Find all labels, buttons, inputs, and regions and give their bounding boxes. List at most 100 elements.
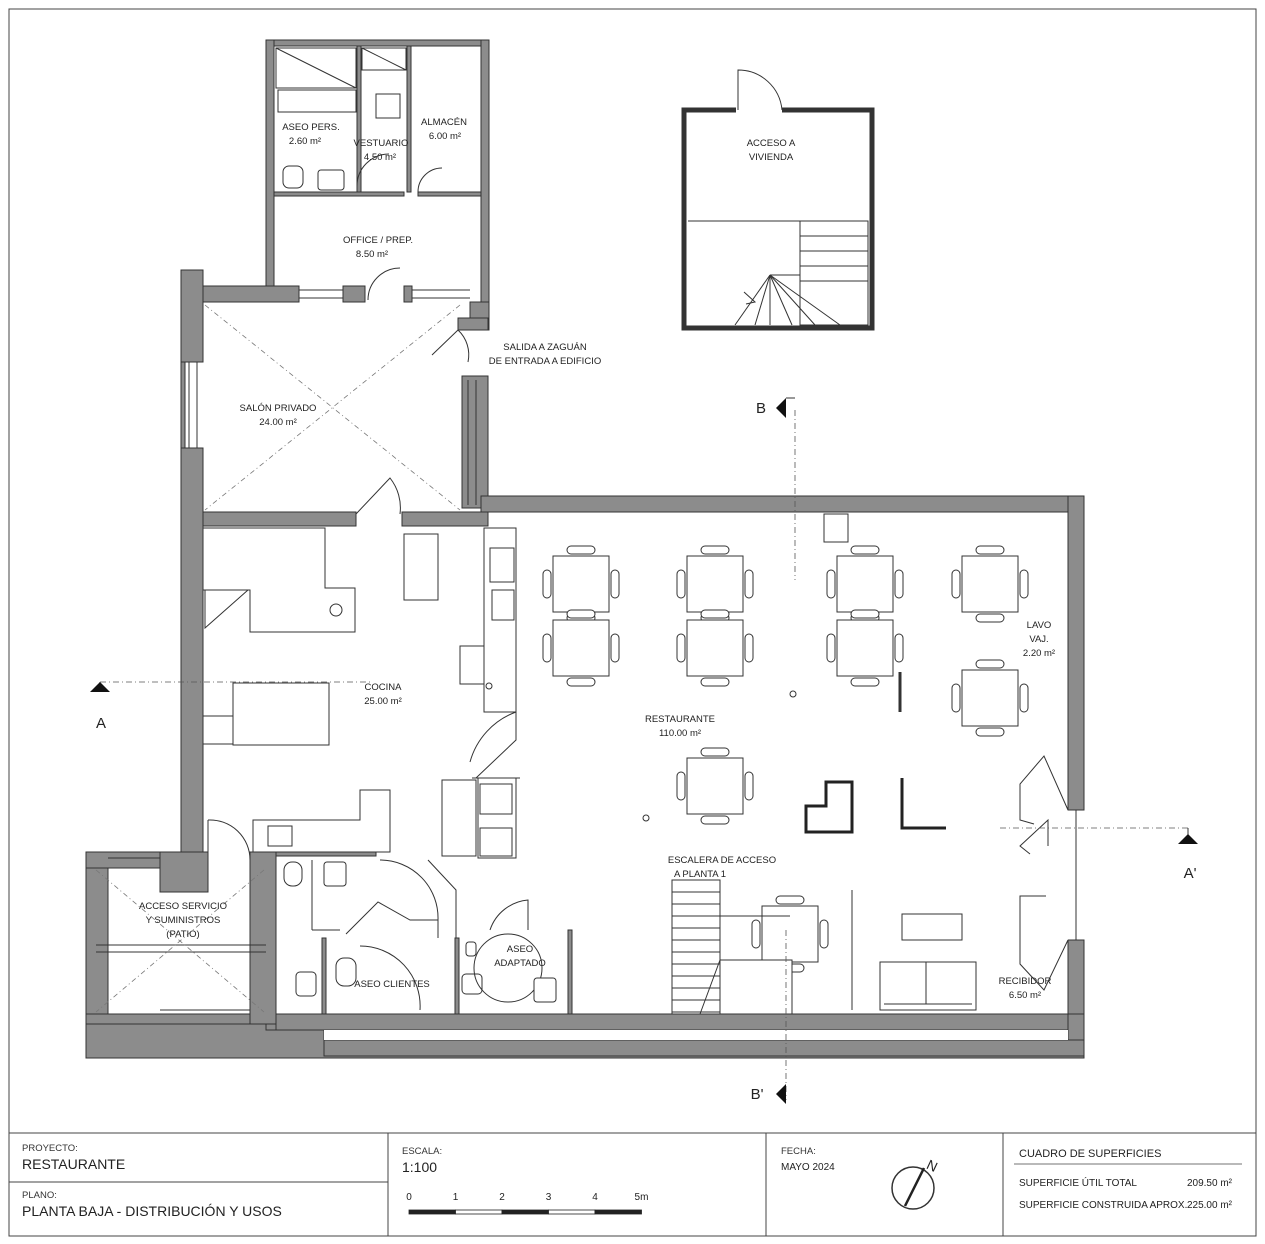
label-salida-1: SALIDA A ZAGUÁN xyxy=(503,342,587,353)
label-restaurante-area: 110.00 m² xyxy=(659,728,701,739)
private-room xyxy=(204,304,461,515)
escala-label: ESCALA: xyxy=(402,1146,442,1157)
label-escalera-1: ESCALERA DE ACCESO xyxy=(668,855,776,866)
chair xyxy=(700,747,730,757)
label-aseo-pers-name: ASEO PERS. xyxy=(282,122,340,133)
label-office-name: OFFICE / PREP. xyxy=(343,235,413,246)
label-recibidor-name: RECIBIDOR xyxy=(999,976,1052,987)
label-lavo-2: VAJ. xyxy=(1029,634,1048,645)
chair xyxy=(744,771,754,801)
section-a: A xyxy=(96,715,106,732)
chair xyxy=(542,569,552,599)
chair xyxy=(826,633,836,663)
chair xyxy=(744,569,754,599)
fecha-value: MAYO 2024 xyxy=(781,1162,835,1173)
scale-segment xyxy=(548,1209,596,1215)
section-a-prime: A' xyxy=(1184,865,1197,882)
scale-tick-label: 3 xyxy=(546,1192,552,1203)
scale-segment xyxy=(455,1209,503,1215)
label-restaurante-name: RESTAURANTE xyxy=(645,714,715,725)
chair xyxy=(975,727,1005,737)
scale-segment xyxy=(501,1209,549,1215)
label-lavo-area: 2.20 m² xyxy=(1023,648,1055,659)
chair xyxy=(850,545,880,555)
chair xyxy=(826,569,836,599)
util-label: SUPERFICIE ÚTIL TOTAL xyxy=(1019,1176,1137,1189)
label-salida-2: DE ENTRADA A EDIFICIO xyxy=(489,356,601,367)
label-almacen-name: ALMACÉN xyxy=(421,117,467,128)
chair xyxy=(975,613,1005,623)
label-acceso-vivienda-1: ACCESO A xyxy=(747,138,796,149)
chair xyxy=(700,545,730,555)
chair xyxy=(566,545,596,555)
chair xyxy=(951,569,961,599)
scale-tick-label: 0 xyxy=(406,1192,412,1203)
chair xyxy=(894,633,904,663)
chair xyxy=(894,569,904,599)
plano-label: PLANO: xyxy=(22,1190,57,1201)
plano-value: PLANTA BAJA - DISTRIBUCIÓN Y USOS xyxy=(22,1203,282,1219)
chair xyxy=(951,683,961,713)
scale-tick-label: 2 xyxy=(499,1192,505,1203)
label-acceso-servicio-1: ACCESO SERVICIO xyxy=(139,901,227,912)
label-cocina-area: 25.00 m² xyxy=(364,696,402,707)
chair xyxy=(700,815,730,825)
dining-table xyxy=(542,609,620,687)
chair xyxy=(850,677,880,687)
chair xyxy=(676,633,686,663)
chair xyxy=(1019,569,1029,599)
util-value: 209.50 m² xyxy=(1187,1178,1233,1189)
chair xyxy=(775,895,805,905)
scale-segment xyxy=(594,1209,642,1215)
label-aseo-clientes: ASEO CLIENTES xyxy=(354,979,430,990)
scale-segment xyxy=(408,1209,456,1215)
section-b: B xyxy=(756,400,766,417)
windows xyxy=(96,289,1077,1011)
dining-table xyxy=(676,609,754,687)
cuadro-title: CUADRO DE SUPERFICIES xyxy=(1019,1148,1161,1160)
construida-value: 225.00 m² xyxy=(1187,1200,1233,1211)
fecha-label: FECHA: xyxy=(781,1146,816,1157)
toilets-fixtures xyxy=(283,859,557,1011)
chair xyxy=(975,659,1005,669)
chair xyxy=(700,677,730,687)
label-cocina-name: COCINA xyxy=(365,682,403,693)
section-lines xyxy=(90,397,1198,1104)
dining-table xyxy=(826,609,904,687)
chair xyxy=(744,633,754,663)
chair xyxy=(610,633,620,663)
dining-table xyxy=(676,747,754,825)
label-aseo-pers-area: 2.60 m² xyxy=(289,136,321,147)
chair xyxy=(700,609,730,619)
chair xyxy=(566,677,596,687)
dining-table xyxy=(951,545,1029,623)
room-labels: ASEO PERS. 2.60 m² VESTUARIO 4.50 m² ALM… xyxy=(139,117,1055,1001)
label-vestuario-name: VESTUARIO xyxy=(354,138,409,149)
kitchen-fixtures xyxy=(202,527,520,861)
proyecto-value: RESTAURANTE xyxy=(22,1156,125,1172)
north-arrow-icon: N xyxy=(891,1156,940,1210)
label-salon-area: 24.00 m² xyxy=(259,417,297,428)
housing-access xyxy=(681,69,875,331)
label-acceso-servicio-3: (PATIO) xyxy=(166,929,199,940)
chair xyxy=(676,569,686,599)
dining-table xyxy=(951,659,1029,737)
label-almacen-area: 6.00 m² xyxy=(429,131,461,142)
chair xyxy=(566,609,596,619)
label-aseo-adaptado-2: ADAPTADO xyxy=(494,958,546,969)
label-aseo-adaptado-1: ASEO xyxy=(507,944,533,955)
chair xyxy=(975,545,1005,555)
chair xyxy=(542,633,552,663)
label-vestuario-area: 4.50 m² xyxy=(364,152,396,163)
scale-tick-label: 5m xyxy=(635,1192,649,1203)
service-rooms-fixtures xyxy=(275,47,470,363)
label-salon-name: SALÓN PRIVADO xyxy=(240,403,317,414)
restaurant-fixtures xyxy=(642,513,1069,1015)
label-acceso-servicio-2: Y SUMINISTROS xyxy=(146,915,221,926)
chair xyxy=(610,569,620,599)
label-escalera-2: A PLANTA 1 xyxy=(674,869,726,880)
label-office-area: 8.50 m² xyxy=(356,249,388,260)
chair xyxy=(751,919,761,949)
